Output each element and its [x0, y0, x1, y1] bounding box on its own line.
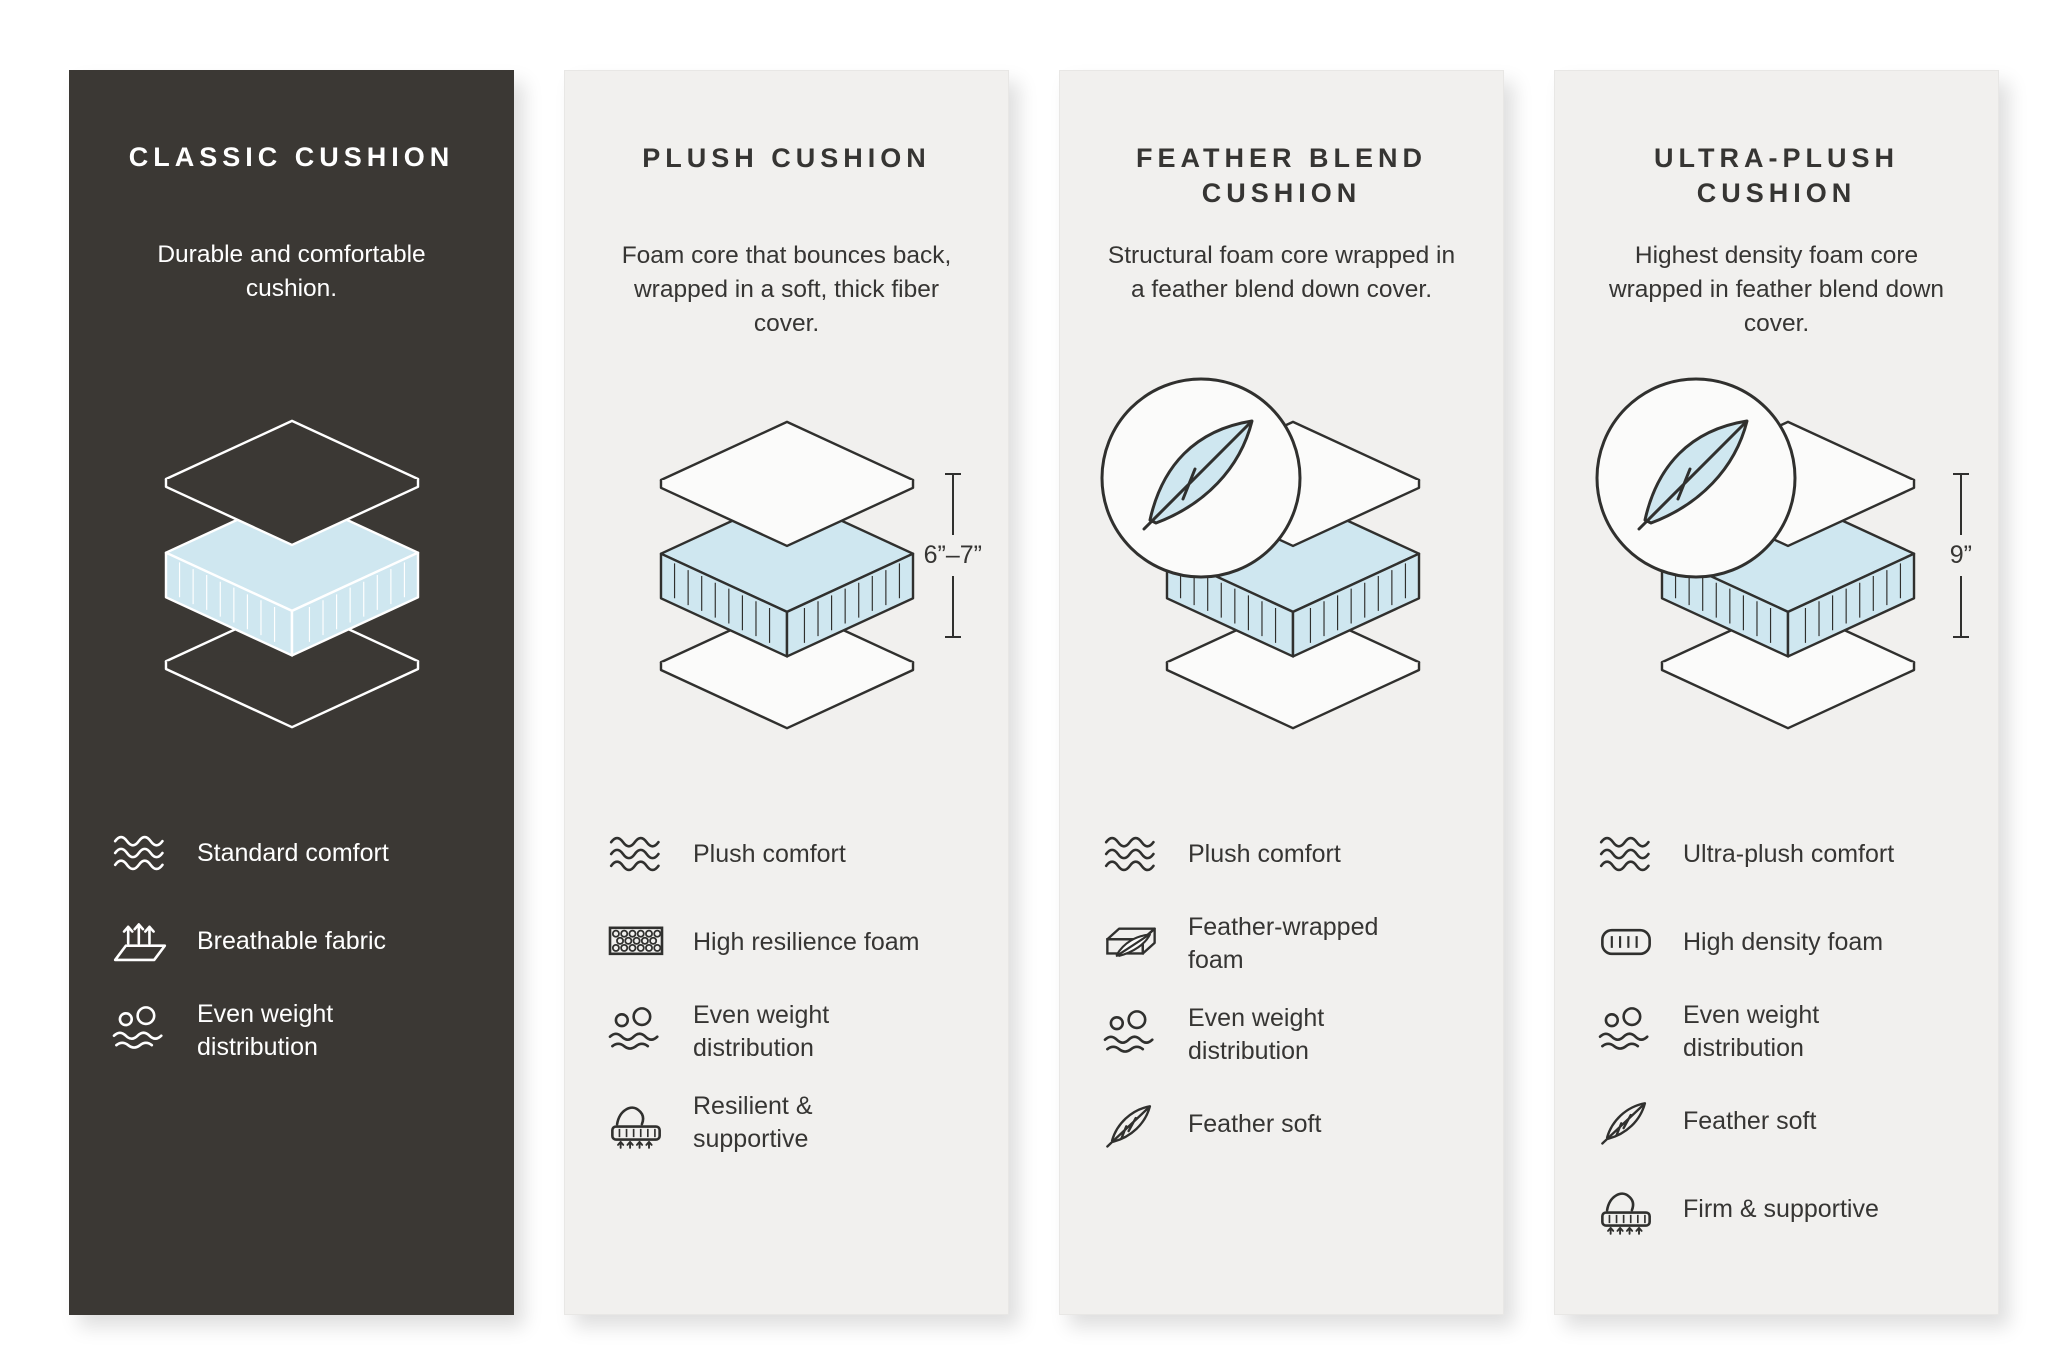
feature-row: Feather soft: [1595, 1090, 1958, 1152]
feature-label: Feather soft: [1188, 1109, 1322, 1138]
feature-row: Even weight distribution: [109, 998, 474, 1063]
feature-label: Even weight distribution: [1683, 1001, 1820, 1062]
feature-row: Standard comfort: [109, 822, 474, 884]
cushion-layers-illustration: [127, 417, 457, 733]
even-weight-icon: [1595, 1006, 1657, 1058]
feature-row: Even weight distribution: [605, 999, 968, 1064]
cushion-comparison: CLASSIC CUSHION Durable and comfortable …: [69, 70, 1999, 1315]
feature-row: Resilient & supportive: [605, 1090, 968, 1155]
dimension-line-top: [1952, 473, 1969, 535]
thickness-label: 6”–7”: [923, 541, 982, 569]
thickness-measurement: 6”–7”: [924, 471, 982, 640]
thickness-label: 9”: [1949, 541, 1972, 569]
feature-label: Even weight distribution: [693, 1001, 830, 1062]
feature-label: Feather-wrapped foam: [1188, 913, 1379, 974]
feature-row: Feather-wrapped foam: [1100, 911, 1463, 976]
card-description: Highest density foam core wrapped in fea…: [1608, 242, 1945, 337]
feature-row: Plush comfort: [605, 823, 968, 885]
even-weight-icon: [109, 1005, 171, 1057]
hand-press-icon: [605, 1097, 667, 1149]
feature-row: High resilience foam: [605, 911, 968, 973]
breathable-fabric-icon: [109, 915, 171, 967]
waves-comfort-icon: [109, 827, 171, 879]
feature-row: Ultra-plush comfort: [1595, 823, 1958, 885]
card-feather-blend-cushion: FEATHER BLEND CUSHION Structural foam co…: [1059, 70, 1504, 1315]
waves-comfort-icon: [605, 828, 667, 880]
feature-row: Plush comfort: [1100, 823, 1463, 885]
feather-badge-icon: [1096, 373, 1306, 583]
card-title: FEATHER BLEND CUSHION: [1136, 143, 1427, 209]
feature-list: Plush comfort High resilience foam Even …: [605, 823, 968, 1155]
feature-row: Firm & supportive: [1595, 1178, 1958, 1240]
card-classic-cushion: CLASSIC CUSHION Durable and comfortable …: [69, 70, 514, 1315]
feature-row: Even weight distribution: [1595, 999, 1958, 1064]
card-description: Foam core that bounces back, wrapped in …: [621, 242, 952, 337]
feature-row: Feather soft: [1100, 1093, 1463, 1155]
feature-label: High resilience foam: [693, 927, 920, 956]
dimension-line-bottom: [1952, 576, 1969, 638]
card-description: Durable and comfortable cushion.: [157, 241, 426, 302]
feature-label: Breathable fabric: [197, 926, 387, 955]
high-density-foam-icon: [1595, 916, 1657, 968]
card-plush-cushion: PLUSH CUSHION Foam core that bounces bac…: [564, 70, 1009, 1315]
feature-label: Resilient & supportive: [693, 1092, 813, 1153]
cushion-diagram: [1100, 367, 1463, 785]
dimension-line-bottom: [944, 576, 961, 638]
feature-label: Even weight distribution: [1188, 1004, 1325, 1065]
feature-label: Plush comfort: [1188, 839, 1341, 868]
even-weight-icon: [605, 1006, 667, 1058]
waves-comfort-icon: [1100, 828, 1162, 880]
feature-label: Ultra-plush comfort: [1683, 839, 1895, 868]
cushion-layers-illustration: [622, 418, 952, 734]
feature-row: High density foam: [1595, 911, 1958, 973]
feature-list: Plush comfort Feather-wrapped foam Even …: [1100, 823, 1463, 1155]
card-title: PLUSH CUSHION: [642, 143, 931, 173]
feature-row: Breathable fabric: [109, 910, 474, 972]
thickness-measurement: 9”: [1950, 471, 1972, 640]
feature-label: High density foam: [1683, 927, 1884, 956]
resilience-foam-icon: [605, 916, 667, 968]
hand-press-icon: [1595, 1183, 1657, 1235]
cushion-diagram: 6”–7”: [605, 367, 982, 785]
even-weight-icon: [1100, 1009, 1162, 1061]
feature-label: Plush comfort: [693, 839, 846, 868]
feature-list: Standard comfort Breathable fabric Even …: [109, 822, 474, 1063]
feather-badge-icon: [1591, 373, 1801, 583]
card-description: Structural foam core wrapped in a feathe…: [1107, 242, 1456, 303]
dimension-line-top: [944, 473, 961, 535]
card-title: CLASSIC CUSHION: [128, 142, 455, 172]
feature-label: Feather soft: [1683, 1106, 1817, 1135]
cushion-diagram: 9”: [1595, 367, 1972, 785]
feature-list: Ultra-plush comfort High density foam Ev…: [1595, 823, 1958, 1240]
feather-icon: [1100, 1098, 1162, 1150]
feature-label: Firm & supportive: [1683, 1194, 1879, 1223]
waves-comfort-icon: [1595, 828, 1657, 880]
card-ultra-plush-cushion: ULTRA-PLUSH CUSHION Highest density foam…: [1554, 70, 1999, 1315]
cushion-diagram: [109, 366, 474, 784]
feature-label: Standard comfort: [197, 838, 389, 867]
feather-icon: [1595, 1095, 1657, 1147]
feather-wrapped-foam-icon: [1100, 918, 1162, 970]
feature-row: Even weight distribution: [1100, 1002, 1463, 1067]
card-title: ULTRA-PLUSH CUSHION: [1654, 143, 1899, 209]
feature-label: Even weight distribution: [197, 1000, 334, 1061]
